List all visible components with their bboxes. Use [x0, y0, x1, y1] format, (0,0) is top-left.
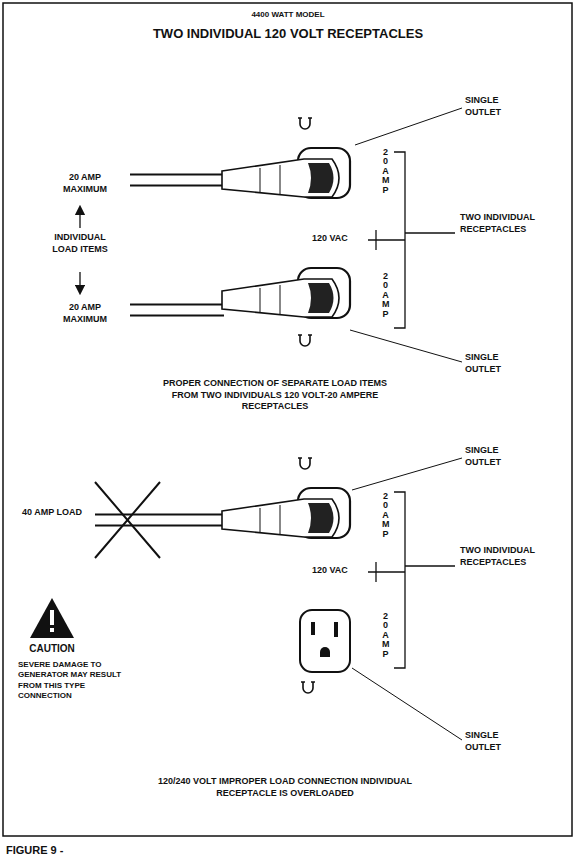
- figure-caption: FIGURE 9 -: [6, 843, 126, 857]
- outlet-label: SINGLE OUTLET: [465, 95, 523, 118]
- receptacle-label: TWO INDIVIDUAL RECEPTACLES: [460, 212, 538, 235]
- outlet-label: SINGLE OUTLET: [465, 352, 523, 375]
- model-label: 4400 WATT MODEL: [180, 10, 396, 20]
- warning-note: SEVERE DAMAGE TO GENERATOR MAY RESULT FR…: [18, 660, 126, 702]
- load-label: INDIVIDUAL LOAD ITEMS: [42, 232, 118, 255]
- caution-label: CAUTION: [20, 642, 84, 655]
- load-rating: 40 AMP LOAD: [22, 507, 82, 519]
- rating-label: 20 AMP: [382, 612, 389, 659]
- rating-label: 20 AMP: [382, 492, 389, 539]
- voltage-label: 120 VAC: [312, 233, 368, 245]
- improper-note: 120/240 VOLT IMPROPER LOAD CONNECTION IN…: [150, 776, 420, 799]
- figure-title: TWO INDIVIDUAL 120 VOLT RECEPTACLES: [40, 26, 536, 43]
- voltage-label: 120 VAC: [312, 565, 368, 577]
- receptacle-label: TWO INDIVIDUAL RECEPTACLES: [460, 545, 538, 568]
- load-rating: 20 AMP MAXIMUM: [52, 172, 118, 195]
- rating-label: 20 AMP: [382, 148, 389, 195]
- rating-label: 20 AMP: [382, 272, 389, 319]
- load-rating: 20 AMP MAXIMUM: [52, 302, 118, 325]
- proper-note: PROPER CONNECTION OF SEPARATE LOAD ITEMS…: [150, 378, 400, 413]
- outlet-label: SINGLE OUTLET: [465, 445, 523, 468]
- outlet-label: SINGLE OUTLET: [465, 730, 523, 753]
